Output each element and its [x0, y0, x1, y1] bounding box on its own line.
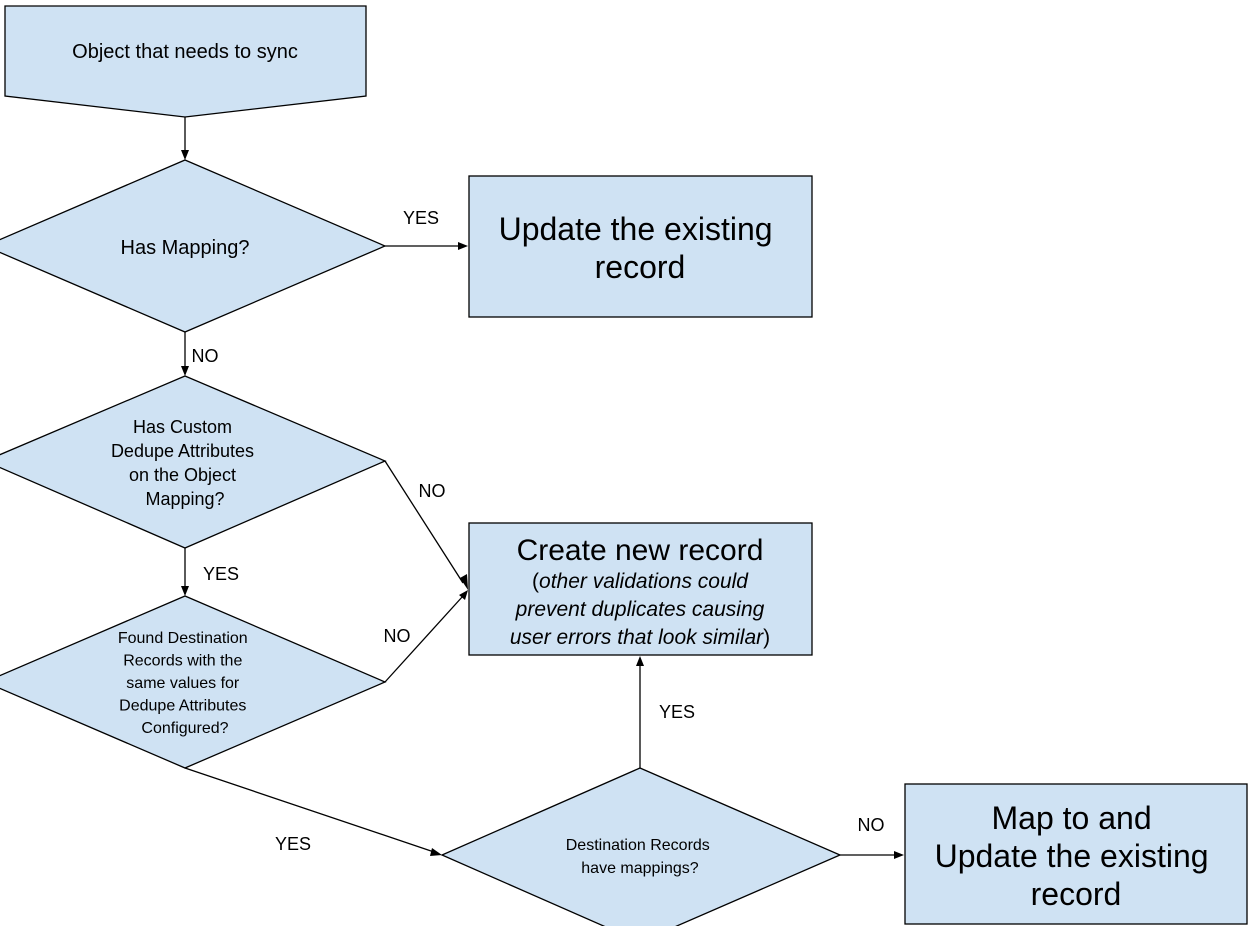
node-note-close: ) — [763, 626, 770, 649]
svg-text:user errors that look similar): user errors that look similar) — [510, 626, 770, 649]
edges — [181, 117, 904, 859]
decision-has-custom-dedupe-attributes: Has Custom Dedupe Attributes on the Obje… — [0, 375, 387, 549]
node-text: Dedupe Attributes — [111, 441, 254, 461]
arrowhead — [181, 150, 189, 160]
node-note: other validations could — [539, 570, 749, 593]
edge-label-custom-dedupe-yes: YES — [203, 564, 239, 584]
arrowhead — [636, 656, 644, 666]
node-text: record — [1031, 876, 1122, 912]
edge-custom-dedupe-no — [384, 460, 464, 584]
node-title: Create new record — [517, 534, 764, 567]
edge-label-has-mapping-no: NO — [192, 346, 219, 366]
edge-labels: YES NO NO YES NO YES YES NO — [192, 208, 885, 854]
edge-label-dest-yes: YES — [659, 702, 695, 722]
svg-text:(other validations could: (other validations could — [532, 570, 749, 593]
decision-found-destination-records: Found Destination Records with the same … — [0, 595, 387, 769]
node-text: Configured? — [141, 720, 228, 737]
edge-label-found-no: NO — [384, 626, 411, 646]
arrowhead — [459, 590, 468, 600]
node-text: Destination Records — [566, 837, 710, 854]
arrowhead — [181, 366, 189, 376]
decision-destination-records-have-mappings: Destination Records have mappings? — [440, 767, 842, 926]
node-text: Object that needs to sync — [72, 41, 298, 63]
node-text: record — [595, 249, 686, 285]
svg-text:Create new record: Create new record — [517, 534, 764, 567]
process-map-and-update-existing-record: Map to and Update the existing record — [904, 783, 1248, 925]
node-text: Update the existing — [499, 211, 773, 247]
node-text: Has Custom — [133, 417, 232, 437]
svg-text:Object that needs to sync: Object that needs to sync — [72, 41, 298, 63]
arrowhead — [458, 242, 468, 250]
node-note-open: ( — [532, 570, 539, 593]
node-note: prevent duplicates causing — [515, 598, 765, 621]
arrowhead — [430, 848, 442, 856]
node-text: Mapping? — [145, 489, 224, 509]
edge-found-yes — [184, 767, 435, 853]
node-text: same values for — [126, 675, 240, 692]
node-object-to-sync: Object that needs to sync — [4, 5, 367, 118]
edge-label-custom-dedupe-no: NO — [419, 481, 446, 501]
svg-text:Update the existing reco: Update the existing record — [499, 211, 782, 285]
node-text: Records with the — [123, 653, 242, 670]
node-text: Update the existing — [935, 838, 1209, 874]
node-text: on the Object — [129, 465, 236, 485]
edge-label-has-mapping-yes: YES — [403, 208, 439, 228]
node-text: Map to and — [992, 800, 1152, 836]
svg-text:Has Custom Dedupe Attrib: Has Custom Dedupe Attributes on the Obje… — [111, 417, 259, 509]
arrowhead — [460, 574, 468, 590]
svg-text:prevent duplicates causing: prevent duplicates causing — [515, 598, 765, 621]
svg-text:Found Destination Record: Found Destination Records with the same … — [118, 630, 252, 737]
decision-has-mapping: Has Mapping? — [0, 159, 387, 333]
svg-text:Map to and Update the ex: Map to and Update the existing record — [935, 800, 1218, 912]
node-note: user errors that look similar — [510, 626, 764, 649]
node-text: Found Destination — [118, 630, 248, 647]
process-update-existing-record: Update the existing record — [468, 175, 813, 318]
edge-label-dest-no: NO — [858, 815, 885, 835]
node-text: have mappings? — [581, 860, 699, 877]
svg-text:Has Mapping?: Has Mapping? — [121, 237, 250, 259]
arrowhead — [181, 586, 189, 596]
svg-text:Destination Records have: Destination Records have mappings? — [566, 837, 715, 877]
edge-label-found-yes: YES — [275, 834, 311, 854]
process-create-new-record: Create new record (other validations cou… — [468, 522, 813, 656]
arrowhead — [894, 851, 904, 859]
edge-found-no — [384, 595, 464, 683]
node-text: Dedupe Attributes — [119, 698, 246, 715]
node-text: Has Mapping? — [121, 237, 250, 259]
